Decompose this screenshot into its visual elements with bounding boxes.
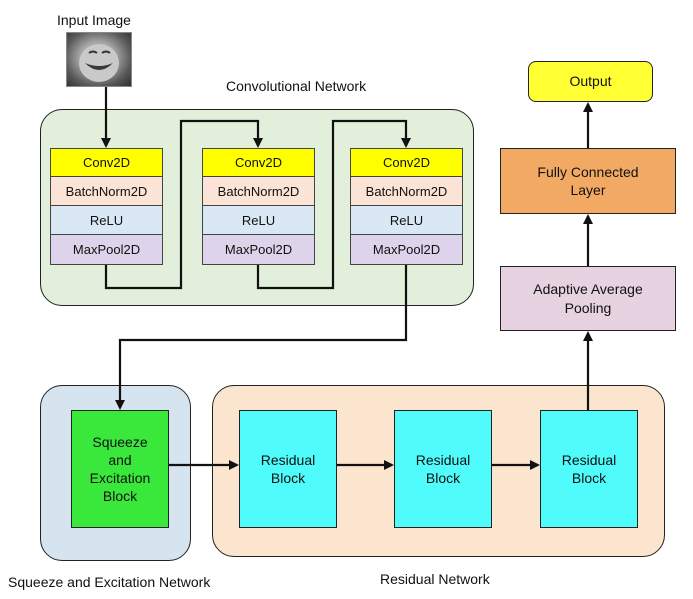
residual-block-2: Residual Block: [394, 410, 492, 528]
relu-layer: ReLU: [50, 206, 163, 235]
input-image-label: Input Image: [57, 12, 131, 28]
relu-layer: ReLU: [202, 206, 315, 235]
conv2d-layer: Conv2D: [202, 148, 315, 177]
output-box: Output: [528, 61, 653, 102]
conv-block-2: Conv2D BatchNorm2D ReLU MaxPool2D: [202, 148, 315, 265]
input-image: [66, 32, 132, 87]
squeeze-excitation-block: Squeeze and Excitation Block: [71, 410, 169, 528]
batchnorm2d-layer: BatchNorm2D: [350, 177, 463, 206]
maxpool2d-layer: MaxPool2D: [50, 235, 163, 265]
arrow-conv3-to-se: [115, 265, 408, 410]
se-network-label: Squeeze and Excitation Network: [8, 574, 211, 590]
batchnorm2d-layer: BatchNorm2D: [202, 177, 315, 206]
batchnorm2d-layer: BatchNorm2D: [50, 177, 163, 206]
adaptive-average-pooling-box: Adaptive Average Pooling: [500, 266, 676, 331]
residual-block-1: Residual Block: [239, 410, 337, 528]
relu-layer: ReLU: [350, 206, 463, 235]
conv-block-3: Conv2D BatchNorm2D ReLU MaxPool2D: [350, 148, 463, 265]
arrow-conv2-to-conv3: [256, 119, 411, 290]
residual-block-3: Residual Block: [540, 410, 638, 528]
maxpool2d-layer: MaxPool2D: [202, 235, 315, 265]
conv-network-label: Convolutional Network: [226, 78, 367, 94]
maxpool2d-layer: MaxPool2D: [350, 235, 463, 265]
conv2d-layer: Conv2D: [50, 148, 163, 177]
arrow-conv1-to-conv2: [104, 119, 263, 290]
fully-connected-layer-box: Fully Connected Layer: [500, 148, 676, 214]
conv2d-layer: Conv2D: [350, 148, 463, 177]
face-photo-icon: [79, 44, 119, 82]
conv-block-1: Conv2D BatchNorm2D ReLU MaxPool2D: [50, 148, 163, 265]
residual-network-label: Residual Network: [380, 571, 490, 587]
